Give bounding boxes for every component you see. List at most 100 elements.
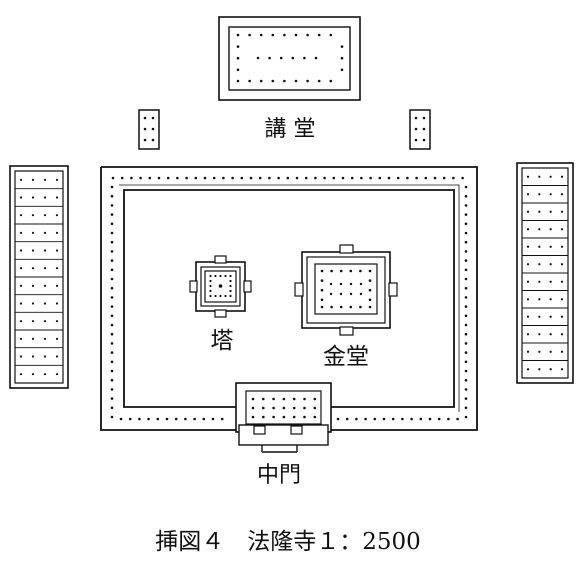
column-dot — [139, 176, 142, 180]
column-dot — [248, 79, 251, 83]
column-dot — [110, 397, 114, 400]
column-dot — [303, 397, 306, 401]
column-dot — [464, 213, 468, 216]
column-dot — [360, 176, 363, 180]
column-dot — [560, 175, 564, 178]
column-dot — [148, 176, 152, 180]
column-dot — [549, 298, 552, 301]
column-dot — [156, 417, 160, 421]
column-dot — [526, 368, 530, 371]
column-dot — [329, 79, 333, 83]
column-dot — [110, 406, 114, 410]
column-dot — [55, 267, 59, 270]
column-dot — [560, 228, 564, 231]
column-dot — [317, 79, 321, 83]
column-dot — [143, 138, 147, 142]
column-dot — [538, 280, 541, 283]
column-dot — [19, 214, 23, 217]
column-dot — [355, 417, 358, 421]
column-dot — [339, 292, 343, 296]
column-dot — [55, 302, 59, 305]
column-dot — [174, 417, 178, 421]
column-dot — [249, 176, 253, 180]
column-dot — [303, 56, 306, 60]
column-dot — [340, 68, 344, 72]
column-dot — [369, 176, 372, 180]
column-dot — [43, 196, 47, 199]
column-dot — [229, 279, 232, 283]
column-dot — [55, 249, 59, 252]
column-dot — [359, 292, 363, 296]
column-dot — [229, 294, 232, 298]
column-dot — [43, 284, 47, 287]
column-dot — [251, 406, 255, 410]
column-dot — [291, 56, 295, 60]
column-dot — [19, 196, 23, 199]
column-dot — [464, 314, 468, 318]
column-dot — [549, 228, 552, 231]
column-dot — [236, 56, 240, 60]
column-dot — [55, 320, 59, 323]
column-dot — [414, 127, 418, 131]
column-dot — [43, 302, 47, 305]
column-dot — [447, 417, 450, 421]
column-dot — [396, 176, 400, 180]
column-dot — [31, 320, 35, 323]
column-dot — [320, 298, 324, 302]
column-dot — [229, 274, 232, 278]
column-dot — [283, 33, 286, 37]
column-dot — [464, 259, 468, 262]
column-dot — [330, 305, 333, 309]
column-dot — [549, 245, 552, 248]
column-dot — [110, 259, 114, 262]
column-dot — [414, 138, 418, 142]
column-dot — [203, 176, 207, 180]
column-dot — [31, 302, 35, 305]
column-dot — [415, 176, 418, 180]
column-dot — [341, 176, 345, 180]
column-dot — [224, 274, 227, 278]
column-dot — [526, 193, 530, 196]
column-dot — [350, 176, 354, 180]
golden-hall — [294, 244, 398, 336]
golden-hall-label: 金堂 — [323, 344, 369, 370]
column-dot — [464, 360, 468, 364]
column-dot — [422, 127, 426, 131]
column-dot — [292, 415, 296, 419]
column-dot — [464, 378, 468, 382]
column-dot — [538, 193, 541, 196]
column-dot — [251, 397, 255, 401]
column-dot — [387, 176, 391, 180]
lecture-hall — [218, 16, 361, 101]
column-dot — [282, 406, 286, 410]
column-dot — [464, 342, 468, 345]
column-dot — [31, 178, 35, 181]
column-dot — [464, 305, 468, 308]
column-dot — [110, 185, 114, 189]
column-dot — [526, 245, 530, 248]
column-dot — [452, 176, 455, 180]
column-dot — [110, 360, 114, 364]
column-dot — [339, 305, 343, 309]
middle-gate — [235, 382, 332, 453]
column-dot — [55, 284, 59, 287]
column-dot — [538, 210, 541, 213]
column-dot — [110, 314, 114, 318]
column-dot — [464, 286, 468, 290]
column-dot — [368, 279, 372, 282]
column-dot — [336, 417, 340, 421]
column-dot — [368, 269, 372, 273]
column-dot — [31, 355, 35, 358]
column-dot — [209, 279, 212, 283]
column-dot — [306, 33, 309, 37]
column-dot — [295, 176, 299, 180]
side-hall-right — [516, 162, 574, 384]
column-dot — [256, 56, 260, 60]
column-dot — [464, 194, 468, 198]
column-dot — [211, 417, 215, 421]
column-dot — [166, 176, 170, 180]
column-dot — [560, 350, 564, 353]
column-dot — [222, 176, 225, 180]
column-dot — [464, 369, 468, 373]
column-dot — [43, 231, 47, 234]
